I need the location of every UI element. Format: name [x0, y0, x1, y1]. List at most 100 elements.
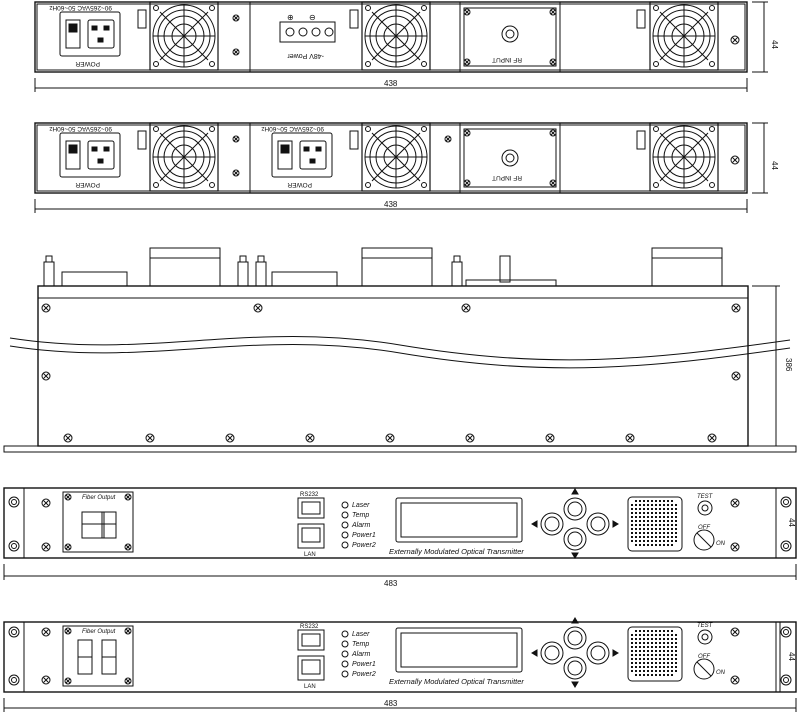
led-label: Power2 — [352, 671, 376, 678]
key-switch-icon[interactable] — [693, 529, 715, 551]
grill-hole — [667, 512, 669, 514]
psu-rating-label: 90~265VAC 50~60Hz — [49, 4, 112, 11]
grill-hole — [635, 544, 637, 546]
speaker-grill — [627, 626, 683, 682]
grill-hole — [671, 516, 673, 518]
lan-label: LAN — [304, 552, 316, 558]
grill-hole — [663, 524, 665, 526]
led-power2-icon — [341, 541, 349, 549]
screw-icon — [444, 135, 452, 143]
grill-hole — [675, 540, 677, 542]
grill-hole — [643, 646, 645, 648]
grill-hole — [655, 674, 657, 676]
led-power2-icon — [341, 670, 349, 678]
grill-hole — [635, 670, 637, 672]
right-button[interactable] — [586, 512, 610, 536]
grill-hole — [651, 520, 653, 522]
grill-hole — [631, 654, 633, 656]
grill-hole — [631, 540, 633, 542]
grill-hole — [659, 654, 661, 656]
width-dimension: 483 — [384, 579, 398, 588]
left-button[interactable] — [540, 641, 564, 665]
grill-hole — [655, 630, 657, 632]
grill-hole — [659, 666, 661, 668]
grill-hole — [667, 524, 669, 526]
grill-hole — [663, 650, 665, 652]
grill-hole — [671, 512, 673, 514]
grill-hole — [663, 536, 665, 538]
grill-hole — [675, 646, 677, 648]
device-name: Externally Modulated Optical Transmitter — [389, 547, 524, 556]
grill-hole — [635, 642, 637, 644]
lan-port[interactable] — [297, 655, 325, 681]
grill-hole — [639, 662, 641, 664]
test-port-icon[interactable] — [697, 629, 713, 645]
grill-hole — [647, 634, 649, 636]
screw-icon — [463, 129, 471, 137]
grill-hole — [663, 634, 665, 636]
grill-hole — [643, 638, 645, 640]
grill-hole — [635, 516, 637, 518]
grill-hole — [675, 654, 677, 656]
power-terminal-icon — [349, 130, 359, 150]
led-temp-icon — [341, 640, 349, 648]
on-label: ON — [716, 670, 726, 676]
grill-hole — [639, 544, 641, 546]
grill-hole — [667, 528, 669, 530]
grill-hole — [655, 532, 657, 534]
grill-hole — [655, 524, 657, 526]
grill-hole — [643, 654, 645, 656]
up-button[interactable] — [563, 626, 587, 650]
grill-hole — [663, 662, 665, 664]
grill-hole — [671, 654, 673, 656]
grill-hole — [663, 512, 665, 514]
grill-hole — [635, 520, 637, 522]
grill-hole — [675, 524, 677, 526]
down-button[interactable] — [563, 656, 587, 680]
grill-hole — [631, 508, 633, 510]
grill-hole — [639, 536, 641, 538]
psu-rating-label: 90~265VAC 50~60Hz — [49, 125, 112, 132]
test-port-icon[interactable] — [697, 500, 713, 516]
rs232-port[interactable] — [297, 629, 325, 651]
right-button[interactable] — [586, 641, 610, 665]
grill-hole — [659, 524, 661, 526]
grill-hole — [671, 666, 673, 668]
grill-hole — [659, 630, 661, 632]
down-button[interactable] — [563, 527, 587, 551]
grill-hole — [659, 646, 661, 648]
grill-hole — [671, 508, 673, 510]
grill-hole — [651, 504, 653, 506]
grill-hole — [631, 512, 633, 514]
grill-hole — [655, 512, 657, 514]
up-button[interactable] — [563, 497, 587, 521]
lan-label: LAN — [304, 684, 316, 690]
grill-hole — [675, 528, 677, 530]
grill-hole — [671, 520, 673, 522]
grill-hole — [655, 516, 657, 518]
grill-hole — [655, 504, 657, 506]
grill-hole — [651, 630, 653, 632]
height-dimension: 44 — [770, 40, 779, 49]
grill-hole — [659, 650, 661, 652]
grill-hole — [647, 674, 649, 676]
grill-hole — [639, 674, 641, 676]
off-label: OFF — [698, 525, 710, 531]
grill-hole — [675, 634, 677, 636]
grill-hole — [635, 654, 637, 656]
lcd-display — [395, 627, 523, 673]
screw-icon — [730, 155, 740, 165]
rf-module — [463, 7, 557, 67]
grill-hole — [655, 540, 657, 542]
left-button[interactable] — [540, 512, 564, 536]
key-switch-icon[interactable] — [693, 658, 715, 680]
fiber-output-panel — [62, 491, 134, 553]
grill-hole — [631, 642, 633, 644]
height-dimension: 44 — [787, 518, 796, 527]
led-label: Alarm — [351, 651, 370, 658]
lan-port[interactable] — [297, 523, 325, 549]
grill-hole — [667, 500, 669, 502]
grill-hole — [655, 666, 657, 668]
rs232-port[interactable] — [297, 497, 325, 519]
rear-panel-1 — [34, 1, 768, 92]
